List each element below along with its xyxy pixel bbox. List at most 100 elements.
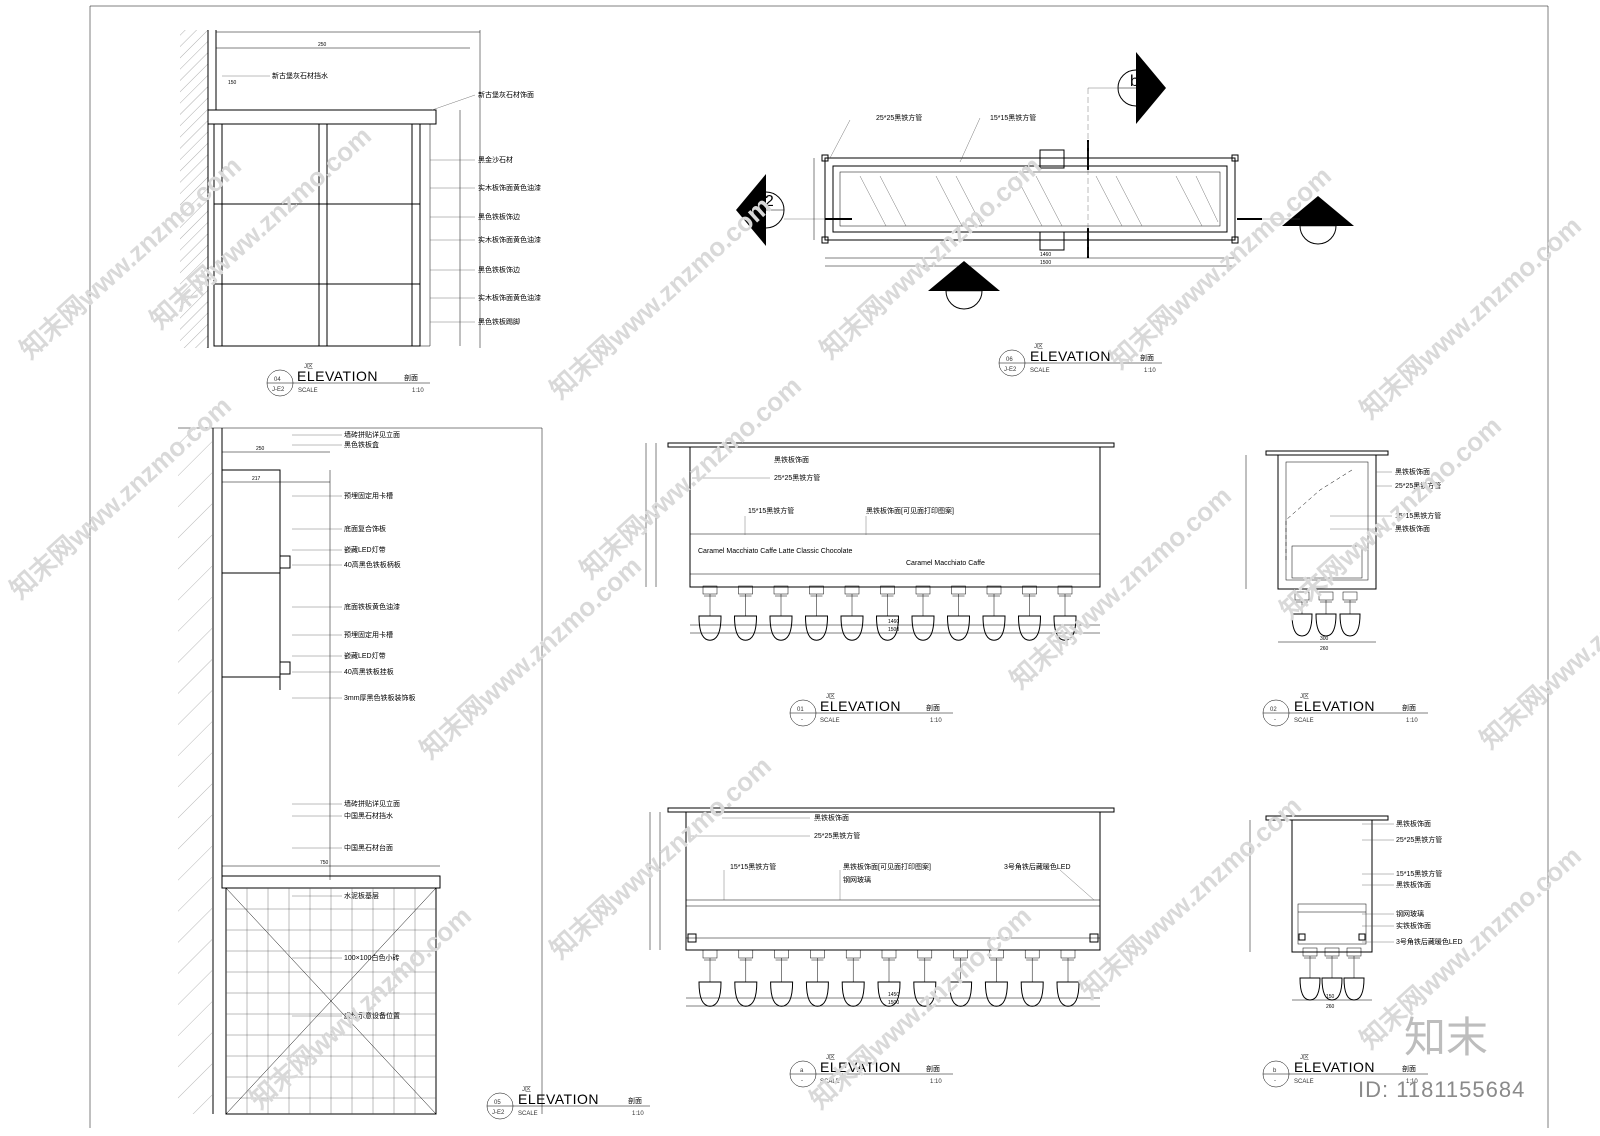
title-block-b: b - J区 ELEVATION 剖面 SCALE 1:10 — [1262, 1054, 1428, 1088]
note-b-4: 钢网玻璃 — [1396, 909, 1424, 918]
title-01: ELEVATION — [820, 698, 901, 714]
drawing-05: 250 217 750 墙砖拼贴详见立面黑色铁板盒预埋固定用卡槽底面复合饰板嵌藏… — [178, 427, 650, 1120]
post-left — [213, 123, 223, 347]
number-01: 01 — [797, 707, 804, 713]
wine-glass — [875, 585, 900, 641]
note-05-9: 40高黑铁板挂板 — [344, 667, 394, 676]
watermark-text: 知末网www.znzmo.com — [544, 190, 777, 404]
zone-b: J区 — [1300, 1054, 1309, 1061]
lamp-bottom — [1039, 231, 1065, 251]
zone-05: J区 — [522, 1086, 531, 1093]
menu-line-2: Caramel Macchiato Caffe — [906, 560, 985, 567]
dim-02-260: 260 — [1320, 646, 1329, 652]
brand-logo: 知末 — [1404, 1014, 1488, 1061]
wine-glass — [840, 585, 864, 641]
scale-label-04: SCALE — [298, 388, 318, 394]
zone-02: J区 — [1300, 693, 1309, 700]
note-02-2: 15*15黑铁方管 — [1395, 511, 1441, 520]
watermark-text: 知末网www.znzmo.com — [814, 150, 1047, 364]
title-06: ELEVATION — [1030, 348, 1111, 364]
menu-line-1: Caramel Macchiato Caffe Latte Classic Ch… — [698, 548, 852, 555]
wine-glasses-01 — [698, 585, 1077, 641]
frame-outer — [824, 157, 1236, 241]
watermark-text: 知末网www.znzmo.com — [544, 750, 777, 964]
watermark-text: 知末网www.znzmo.com — [804, 900, 1037, 1114]
cn-04: 剖面 — [404, 373, 418, 382]
watermark-text: 知末网www.znzmo.com — [244, 900, 477, 1114]
note-05-3: 底面复合饰板 — [344, 524, 386, 533]
scale-a: 1:10 — [930, 1079, 942, 1085]
scale-label-b: SCALE — [1294, 1079, 1314, 1085]
brand-id: ID: 1181155684 — [1358, 1077, 1525, 1102]
note-a-1: 25*25黑铁方管 — [814, 831, 860, 840]
note-05-16: 虚线示意设备位置 — [344, 1011, 400, 1020]
note-05-2: 预埋固定用卡槽 — [344, 491, 393, 500]
zone-a: J区 — [826, 1054, 835, 1061]
sheet-02: - — [1274, 717, 1276, 723]
drawing-01: Caramel Macchiato Caffe Latte Classic Ch… — [645, 442, 1115, 727]
marker-label-01: 01 — [954, 275, 972, 292]
wine-glass — [982, 585, 1006, 641]
zone-01: J区 — [826, 693, 835, 700]
wine-glass — [733, 585, 758, 641]
marker-label-02: 02 — [756, 193, 774, 210]
sheet-05: J-E2 — [492, 1110, 505, 1116]
title-block-06: 06 J-E2 J区 ELEVATION 剖面 SCALE 1:10 — [998, 343, 1162, 377]
wine-glass — [769, 585, 793, 641]
marker-label-b: b — [1130, 73, 1139, 90]
dim-01-1460: 1460 — [888, 619, 899, 625]
glass-hatch — [859, 175, 1219, 227]
stone-counter-top — [207, 109, 437, 125]
wine-glasses-02 — [1291, 591, 1361, 637]
leader-notes-b: 黑铁板饰面25*25黑铁方管15*15黑铁方管黑铁板饰面钢网玻璃实铁板饰面3号角… — [1362, 819, 1463, 946]
scale-01: 1:10 — [930, 718, 942, 724]
wine-glass — [698, 585, 722, 641]
note-04-6: 黑色铁板饰边 — [478, 265, 520, 274]
title-b: ELEVATION — [1294, 1059, 1375, 1075]
drawing-06: 25*25黑铁方管 15*15黑铁方管 b 02 a — [736, 52, 1354, 377]
scale-02: 1:10 — [1406, 718, 1418, 724]
note-05-11: 墙砖拼贴详见立面 — [344, 799, 400, 808]
note-05-12: 中国黑石材挡水 — [344, 811, 393, 820]
note-06-0: 25*25黑铁方管 — [876, 113, 922, 122]
glass-band-a — [685, 899, 1101, 939]
wine-glass — [946, 585, 971, 641]
scale-label-02: SCALE — [1294, 718, 1314, 724]
cn-b: 剖面 — [1402, 1064, 1416, 1073]
marker-02: 02 — [736, 174, 825, 246]
note-a-4: 钢网玻璃 — [843, 875, 871, 884]
note-01-3: 黑铁板饰面[可见面打印图案] — [866, 506, 954, 515]
wine-glass — [1339, 591, 1361, 637]
note-05-4: 嵌藏LED灯带 — [344, 545, 386, 554]
note-04-5: 实木板饰面黄色油漆 — [478, 235, 541, 244]
lamp-top — [1039, 149, 1065, 169]
note-a-0: 黑铁板饰面 — [814, 813, 849, 822]
post-right — [411, 123, 421, 347]
marker-a: a — [1262, 196, 1354, 245]
note-01-0: 黑铁板饰面 — [774, 455, 809, 464]
note-a-2: 15*15黑铁方管 — [730, 862, 776, 871]
number-06: 06 — [1006, 357, 1013, 363]
title-02: ELEVATION — [1294, 698, 1375, 714]
scale-label-06: SCALE — [1030, 368, 1050, 374]
wine-glass — [911, 585, 935, 641]
note-b-1: 25*25黑铁方管 — [1396, 835, 1442, 844]
dim-250: 250 — [318, 42, 327, 48]
dim-06-1500: 1500 — [1040, 260, 1051, 266]
note-05-13: 中国黑石材台面 — [344, 843, 393, 852]
number-b: b — [1273, 1068, 1277, 1074]
dim-a-1450: 1450 — [888, 992, 899, 998]
watermark-text: 知末网www.znzmo.com — [414, 550, 647, 764]
note-04-4: 黑色铁板饰边 — [478, 212, 520, 221]
cn-02: 剖面 — [1402, 703, 1416, 712]
note-05-8: 嵌藏LED灯带 — [344, 651, 386, 660]
dim-02-300: 300 — [1320, 636, 1329, 642]
dim-a-1500: 1500 — [888, 1000, 899, 1006]
note-04-1: 新古堡灰石材饰面 — [478, 90, 534, 99]
sheet-06: J-E2 — [1004, 367, 1017, 373]
scale-06: 1:10 — [1144, 368, 1156, 374]
dim-05-750: 750 — [320, 860, 329, 866]
scale-label-01: SCALE — [820, 718, 840, 724]
note-b-2: 15*15黑铁方管 — [1396, 869, 1442, 878]
